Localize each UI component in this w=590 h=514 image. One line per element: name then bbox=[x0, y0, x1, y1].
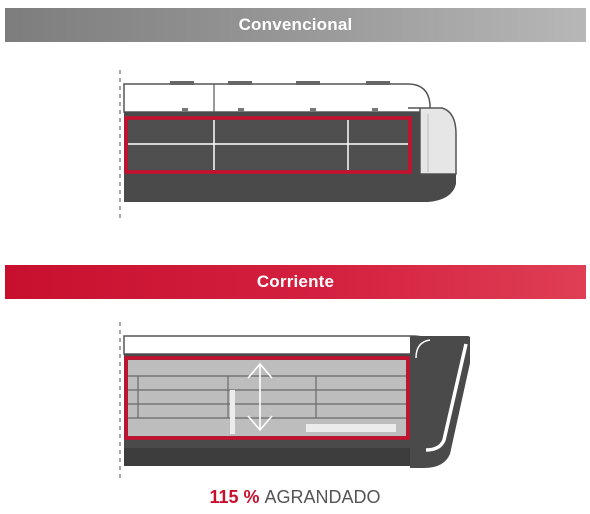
outlet-highlight-frame bbox=[124, 356, 410, 440]
expand-arrow-icon bbox=[247, 362, 273, 432]
enlargement-caption: 115 %AGRANDADO bbox=[0, 486, 590, 508]
air-grille bbox=[128, 120, 408, 170]
conventional-unit-illustration bbox=[119, 70, 457, 222]
conventional-label: Convencional bbox=[238, 15, 353, 34]
unit-top-housing bbox=[123, 83, 431, 113]
unit-top-housing bbox=[123, 335, 431, 355]
current-banner: Corriente bbox=[5, 265, 586, 299]
current-label: Corriente bbox=[256, 272, 335, 291]
outlet-highlight-frame bbox=[124, 116, 412, 174]
enlargement-percent: 115 % bbox=[209, 487, 260, 507]
enlargement-label: AGRANDADO bbox=[264, 487, 381, 507]
conventional-banner: Convencional bbox=[5, 8, 586, 42]
current-unit-illustration bbox=[119, 322, 470, 478]
unit-end-cap bbox=[410, 336, 470, 468]
